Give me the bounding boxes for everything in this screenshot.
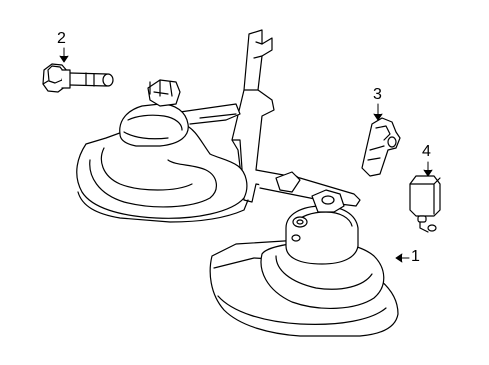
- horn-left: [77, 80, 248, 222]
- horn-right: [210, 172, 398, 336]
- callout-1: 1: [411, 248, 420, 265]
- leader-lines: [60, 48, 432, 262]
- bolt-part: [43, 64, 113, 92]
- callout-3: 3: [373, 86, 382, 103]
- clip-part: [362, 118, 400, 176]
- callout-2: 2: [57, 30, 66, 47]
- connector-part: [410, 176, 440, 232]
- callout-4: 4: [422, 143, 431, 160]
